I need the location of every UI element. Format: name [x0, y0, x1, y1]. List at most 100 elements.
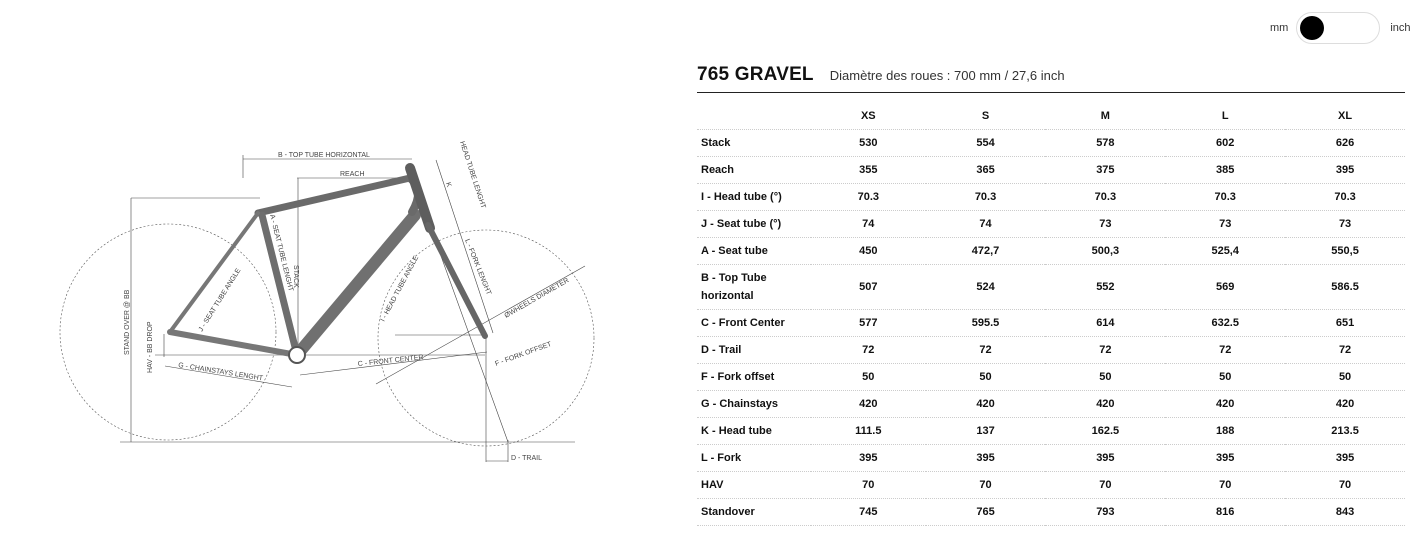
table-cell: 188	[1165, 417, 1286, 445]
row-label: I - Head tube (°)	[697, 183, 811, 211]
table-cell: 70.3	[811, 183, 926, 211]
unit-switch[interactable]	[1296, 12, 1381, 44]
table-cell: 50	[1045, 363, 1166, 391]
column-header: XS	[811, 103, 926, 130]
table-cell: 395	[811, 444, 926, 472]
header-empty	[697, 103, 811, 130]
dimension-lines	[120, 155, 586, 462]
table-cell: 816	[1165, 498, 1286, 526]
row-label: D - Trail	[697, 336, 811, 364]
table-cell: 70.3	[1165, 183, 1286, 211]
table-cell: 632.5	[1165, 309, 1286, 337]
label-bb-drop: HAV - BB DROP	[147, 321, 154, 373]
row-label: K - Head tube	[697, 417, 811, 445]
table-cell: 365	[925, 156, 1046, 184]
table-cell: 745	[811, 498, 926, 526]
table-cell: 73	[1285, 210, 1405, 238]
table-cell: 50	[1285, 363, 1405, 391]
wheel-diameter-note: Diamètre des roues : 700 mm / 27,6 inch	[829, 68, 1065, 83]
table-cell: 70	[811, 471, 926, 499]
table-cell: 70	[925, 471, 1046, 499]
table-cell: 72	[925, 336, 1046, 364]
table-cell: 793	[1045, 498, 1166, 526]
label-front-center: C - FRONT CENTER	[357, 354, 423, 368]
switch-knob	[1300, 16, 1325, 40]
bike-geometry-diagram: B - TOP TUBE HORIZONTAL REACH STACK HEAD…	[59, 140, 595, 462]
table-cell: 500,3	[1045, 237, 1166, 265]
table-cell: 395	[1285, 156, 1405, 184]
table-cell: 395	[1165, 444, 1286, 472]
unit-label-inch[interactable]: inch	[1390, 22, 1411, 34]
label-stack: STACK	[292, 265, 299, 288]
label-seat-tube-angle: J - SEAT TUBE ANGLE	[198, 267, 243, 333]
table-cell: 375	[1045, 156, 1166, 184]
table-cell: 355	[811, 156, 926, 184]
table-cell: 420	[1165, 390, 1286, 418]
table-cell: 111.5	[811, 417, 926, 445]
row-label: Stack	[697, 129, 811, 157]
label-fork-offset: F - FORK OFFSET	[494, 341, 553, 368]
table-cell: 765	[925, 498, 1046, 526]
table-cell: 70.3	[925, 183, 1046, 211]
table-cell: 72	[1165, 336, 1286, 364]
table-cell: 70	[1165, 471, 1286, 499]
table-cell: 50	[925, 363, 1046, 391]
row-label: HAV	[697, 471, 811, 499]
table-cell: 577	[811, 309, 926, 337]
unit-label-mm[interactable]: mm	[1270, 22, 1289, 34]
rear-wheel	[59, 223, 277, 441]
column-header: M	[1045, 103, 1166, 130]
table-cell: 472,7	[925, 237, 1046, 265]
column-header: S	[925, 103, 1046, 130]
table-cell: 554	[925, 129, 1046, 157]
table-cell: 70	[1285, 471, 1405, 499]
table-cell: 395	[925, 444, 1046, 472]
table-cell: 70.3	[1045, 183, 1166, 211]
column-header: XL	[1285, 103, 1405, 130]
table-cell: 395	[1285, 444, 1405, 472]
table-cell: 524	[925, 264, 1046, 310]
column-header: L	[1165, 103, 1286, 130]
table-cell: 595.5	[925, 309, 1046, 337]
table-cell: 50	[811, 363, 926, 391]
table-cell: 73	[1045, 210, 1166, 238]
label-reach: REACH	[340, 171, 365, 178]
table-cell: 137	[925, 417, 1046, 445]
label-k: K	[444, 181, 452, 188]
geometry-header: 765 GRAVEL Diamètre des roues : 700 mm /…	[697, 64, 1405, 93]
table-cell: 50	[1165, 363, 1286, 391]
label-fork-length: L - FORK LENGHT	[463, 238, 492, 297]
model-title: 765 GRAVEL	[697, 64, 814, 85]
table-cell: 70	[1045, 471, 1166, 499]
table-cell: 569	[1165, 264, 1286, 310]
bike-frame	[167, 163, 488, 364]
row-label: C - Front Center	[697, 309, 811, 337]
row-label: F - Fork offset	[697, 363, 811, 391]
table-cell: 578	[1045, 129, 1166, 157]
table-cell: 395	[1045, 444, 1166, 472]
label-chainstays: G - CHAINSTAYS LENGHT	[178, 362, 264, 382]
table-cell: 213.5	[1285, 417, 1405, 445]
row-label: Reach	[697, 156, 811, 184]
table-cell: 507	[811, 264, 926, 310]
table-cell: 552	[1045, 264, 1166, 310]
table-cell: 420	[925, 390, 1046, 418]
table-cell: 162.5	[1045, 417, 1166, 445]
table-cell: 626	[1285, 129, 1405, 157]
label-top-tube: B - TOP TUBE HORIZONTAL	[278, 152, 370, 159]
table-cell: 72	[811, 336, 926, 364]
